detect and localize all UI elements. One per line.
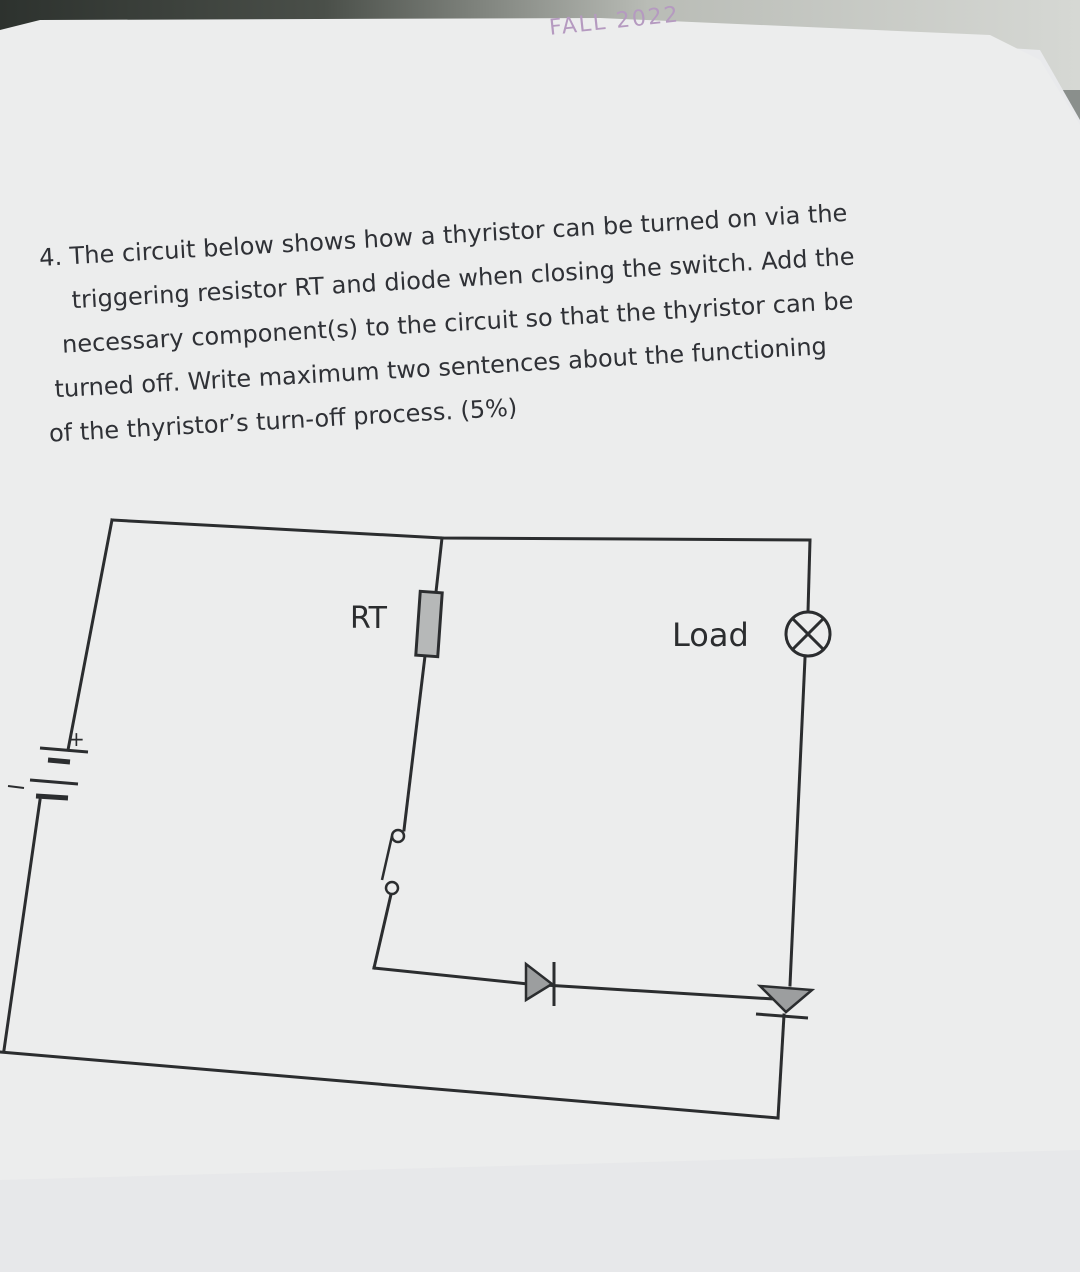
wire-right-low [776, 1013, 786, 1120]
battery-plus-label: + [68, 727, 85, 751]
load-label: Load [672, 616, 749, 654]
wire-rt-top [434, 536, 444, 594]
wire-right-mid [788, 656, 807, 987]
wire-battery-lower [2, 798, 42, 1052]
wire-left [66, 518, 114, 752]
wire-right-top [806, 538, 812, 614]
wire-bottom [0, 1050, 780, 1120]
wire-rt-bottom [402, 654, 427, 832]
load-lamp-icon [784, 610, 832, 658]
wire-diode [372, 966, 792, 1002]
thyristor [755, 984, 816, 1020]
wire-top [110, 518, 812, 542]
battery [7, 746, 89, 801]
resistor-rt [414, 589, 444, 659]
diode [524, 961, 556, 1006]
wire-switch-lower [372, 888, 394, 970]
resistor-label: RT [350, 601, 388, 636]
switch [380, 828, 406, 896]
